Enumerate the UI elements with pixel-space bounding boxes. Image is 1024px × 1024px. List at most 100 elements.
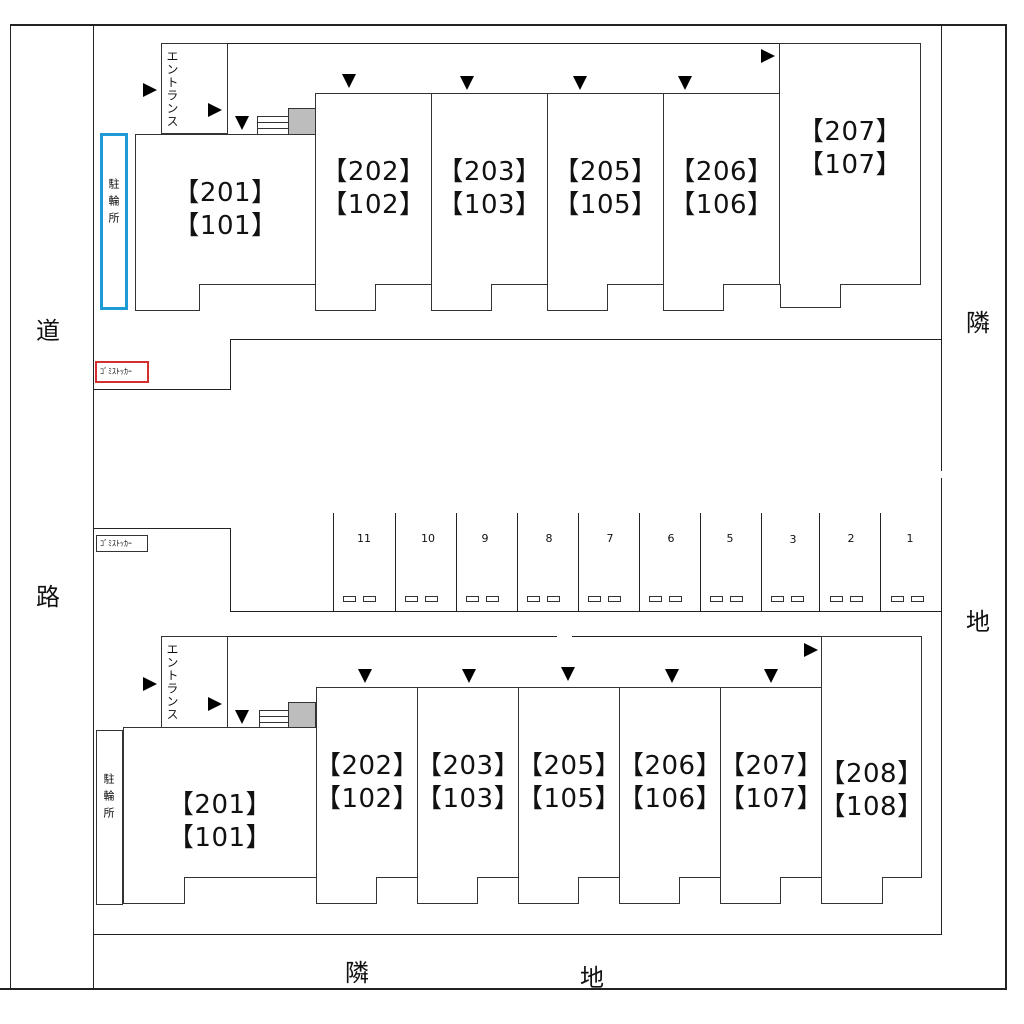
site-bottom-boundary	[0, 988, 1007, 990]
neighbor-right-line-lower	[941, 478, 942, 935]
bottom-bike-parking-label: 駐輪所	[102, 773, 115, 824]
bottom-balcony-203	[417, 877, 478, 904]
wheel-stop	[891, 596, 904, 602]
parking-slot-number: 11	[357, 532, 371, 545]
bottom-door-arrow-203	[462, 669, 476, 683]
bottom-unit-202: 【202】【102】	[314, 687, 420, 878]
wheel-stop	[547, 596, 560, 602]
wheel-stop	[911, 596, 924, 602]
road-left-line	[10, 24, 11, 990]
bottom-unit-203-lower: 【103】	[415, 783, 521, 814]
bottom-unit-207: 【207】【107】	[719, 687, 823, 878]
bottom-entrance-arrow-inner	[208, 697, 222, 711]
top-unit-202-upper: 【202】	[321, 157, 426, 187]
wheel-stop	[363, 596, 376, 602]
top-bike-parking	[100, 133, 128, 310]
top-door-arrow-205	[573, 76, 587, 90]
top-unit-206-upper: 【206】	[669, 157, 774, 187]
parking-slot-number: 9	[481, 532, 489, 545]
bottom-unit-206-upper: 【206】	[617, 750, 723, 781]
bottom-stair-arrow	[235, 710, 249, 724]
wheel-stop	[830, 596, 843, 602]
top-door-arrow-203	[460, 76, 474, 90]
bottom-garbage-stocker: ｺﾞﾐｽﾄｯｶｰ	[96, 535, 148, 552]
top-bike-parking-label: 駐輪所	[107, 178, 120, 229]
top-entrance-arrow-inner	[208, 103, 222, 117]
top-entrance-area	[161, 43, 228, 134]
parking-bottom-line	[230, 611, 941, 612]
neighbor-bottom-label-2: 地	[580, 964, 604, 992]
bottom-unit-208: 【208】【108】	[819, 636, 923, 878]
top-entrance-arrow-outer	[143, 83, 157, 97]
top-balcony-206	[663, 284, 724, 311]
top-unit-202: 【202】【102】	[315, 93, 432, 285]
wheel-stop	[850, 596, 863, 602]
top-door-arrow-207	[761, 49, 775, 63]
bottom-corridor-top-line-b	[572, 636, 822, 637]
bottom-garbage-enclosure-top	[93, 528, 230, 529]
top-balcony-202	[315, 284, 376, 311]
top-balcony-201	[135, 284, 200, 311]
bottom-unit-202-lower: 【102】	[314, 783, 420, 814]
top-door-arrow-206	[678, 76, 692, 90]
site-right-outer-boundary	[1005, 24, 1007, 990]
bottom-balcony-202	[316, 877, 377, 904]
bottom-balcony-201	[123, 877, 185, 904]
parking-slot-number: 3	[789, 533, 797, 546]
top-garbage-enclosure-bottom	[93, 389, 231, 390]
parking-divider	[517, 513, 518, 611]
bottom-door-arrow-205	[561, 667, 575, 681]
neighbor-right-line-upper	[941, 26, 942, 471]
top-balcony-203	[431, 284, 492, 311]
wheel-stop	[771, 596, 784, 602]
wheel-stop	[649, 596, 662, 602]
parking-divider	[395, 513, 396, 611]
wheel-stop	[343, 596, 356, 602]
parking-slot-number: 2	[847, 532, 855, 545]
parking-divider	[578, 513, 579, 611]
top-unit-207-upper: 【207】	[797, 117, 903, 147]
parking-divider	[819, 513, 820, 611]
top-unit-207: 【207】【107】	[779, 43, 921, 285]
wheel-stop	[669, 596, 682, 602]
bottom-unit-202-upper: 【202】	[314, 750, 420, 781]
bottom-corridor-top-line-a	[227, 636, 557, 637]
top-unit-202-lower: 【102】	[321, 190, 426, 220]
top-corridor-top-line	[227, 43, 779, 44]
bottom-balcony-206	[619, 877, 680, 904]
top-unit-203-upper: 【203】	[437, 157, 542, 187]
top-balcony-205	[547, 284, 608, 311]
road-label-1: 道	[36, 317, 60, 345]
wheel-stop	[791, 596, 804, 602]
wheel-stop	[608, 596, 621, 602]
top-unit-201-lower: 【101】	[173, 210, 278, 241]
road-label-2: 路	[36, 583, 60, 611]
site-left-boundary	[93, 24, 94, 990]
top-unit-203: 【203】【103】	[431, 93, 548, 285]
bottom-door-arrow-202	[358, 669, 372, 683]
neighbor-bottom-label-1: 隣	[345, 959, 369, 987]
neighbor-bottom-line	[93, 934, 942, 935]
bottom-unit-201-lower: 【101】	[167, 822, 273, 853]
top-stair-arrow	[235, 116, 249, 130]
neighbor-right-label-2: 地	[966, 608, 990, 636]
wheel-stop	[405, 596, 418, 602]
parking-slot-number: 5	[726, 532, 734, 545]
parking-slot-number: 8	[545, 532, 553, 545]
bottom-unit-203: 【203】【103】	[415, 687, 521, 878]
parking-slot-number: 1	[906, 532, 914, 545]
top-unit-207-lower: 【107】	[797, 150, 903, 180]
bottom-entrance-arrow-outer	[143, 677, 157, 691]
top-lot-boundary	[230, 339, 941, 340]
bottom-balcony-207	[720, 877, 781, 904]
top-unit-205-upper: 【205】	[553, 157, 658, 187]
bottom-unit-205-upper: 【205】	[516, 750, 622, 781]
parking-slot-number: 7	[606, 532, 614, 545]
top-garbage-enclosure-right	[230, 339, 231, 390]
top-unit-205-lower: 【105】	[553, 190, 658, 220]
parking-divider	[333, 513, 334, 611]
bottom-balcony-205	[518, 877, 579, 904]
site-top-boundary	[10, 24, 1006, 26]
top-entrance-label: エントランス	[165, 50, 179, 128]
top-unit-206-lower: 【106】	[669, 190, 774, 220]
